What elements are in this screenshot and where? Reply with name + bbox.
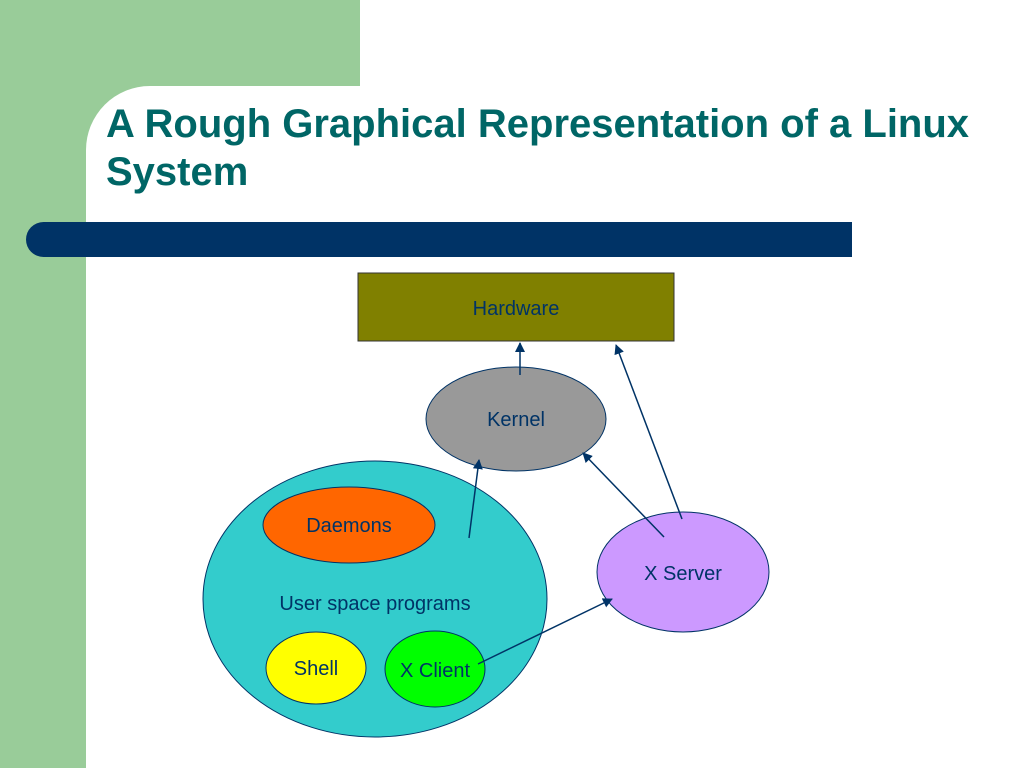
- slide-title: A Rough Graphical Representation of a Li…: [106, 102, 970, 194]
- kernel-ellipse: [425, 366, 607, 472]
- arrow-user-space-to-kernel: [468, 459, 483, 539]
- daemons-ellipse: [262, 486, 436, 564]
- x-server-label: X Server: [644, 563, 722, 585]
- kernel-node: Kernel: [425, 366, 607, 472]
- x-server-ellipse: [596, 511, 770, 633]
- x-client-node: X Client: [384, 630, 486, 708]
- user-space-label: User space programs: [279, 593, 470, 615]
- arrow-x-server-to-kernel: [582, 452, 665, 538]
- daemons-label: Daemons: [306, 515, 392, 537]
- hardware-box: [357, 272, 675, 342]
- shell-ellipse: [265, 631, 367, 705]
- shell-node: Shell: [265, 631, 367, 705]
- shell-label: Shell: [294, 658, 338, 680]
- x-client-label: X Client: [400, 660, 470, 682]
- daemons-node: Daemons: [262, 486, 436, 564]
- arrow-x-server-to-hardware: [614, 344, 683, 520]
- kernel-label: Kernel: [487, 409, 545, 431]
- hardware-label: Hardware: [473, 298, 560, 320]
- title-divider-bar: [26, 222, 852, 257]
- x-client-ellipse: [384, 630, 486, 708]
- arrow-x-client-to-x-server: [477, 598, 613, 665]
- x-server-node: X Server: [596, 511, 770, 633]
- hardware-node: Hardware: [357, 272, 675, 342]
